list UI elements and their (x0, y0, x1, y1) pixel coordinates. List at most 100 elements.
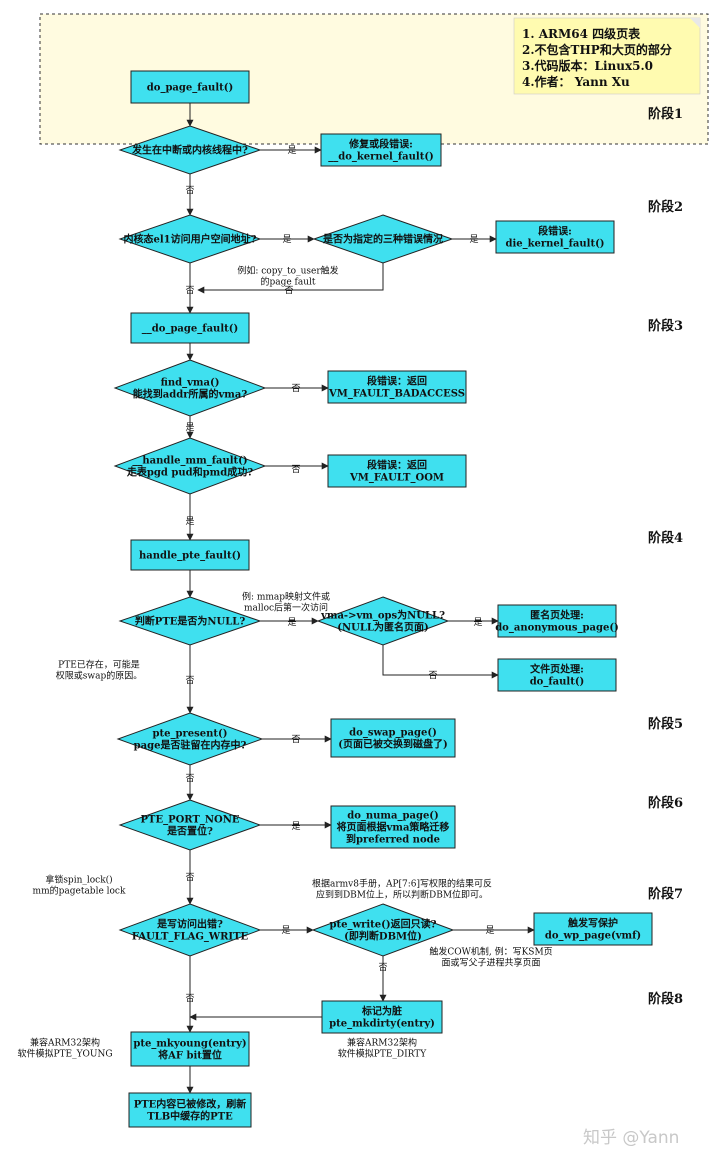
node-find-vma: find_vma()能找到addr所属的vma? (113, 359, 267, 417)
node-vm-ops-null: vma->vm_ops为NULL?(NULL为匿名页面) (316, 596, 450, 646)
node-shape (533, 912, 653, 946)
node-text-line-1: do_swap_page() (349, 728, 437, 739)
node-text-line-2: VM_FAULT_OOM (349, 473, 444, 484)
stage-label-4: 阶段4 (648, 530, 683, 546)
decision-shape (118, 799, 262, 851)
node-text-line-1: 是否为指定的三种错误情况 (322, 233, 443, 246)
decision-shape (113, 359, 267, 417)
node-shape (495, 220, 615, 254)
node-text-line-1: 内核态el1访问用户空间地址? (124, 233, 257, 246)
node-text-line-2: 能找到addr所属的vma? (133, 388, 248, 401)
node-text-line-1: pte_mkyoung(entry) (133, 1039, 246, 1050)
node-shape (327, 454, 467, 488)
node-text-line-2: pte_mkdirty(entry) (329, 1019, 435, 1030)
node-text-line-2: do_fault() (530, 677, 585, 688)
edge-label-16: 否 (185, 773, 194, 784)
node-text-line-2: FAULT_FLAG_WRITE (132, 932, 249, 943)
annotation-arm32-dirty-line-2: 软件模拟PTE_DIRTY (338, 1048, 428, 1060)
edge-label-5: 否 (284, 285, 293, 296)
node-pte-null: 判断PTE是否为NULL? (118, 596, 262, 646)
node-text-line-1: 匿名页处理: (530, 609, 584, 622)
node-text-line-1: vma->vm_ops为NULL? (320, 609, 445, 622)
node-shape (128, 1092, 252, 1128)
decision-shape (118, 125, 262, 175)
node-shape (330, 805, 456, 849)
annotation-copy-to-user-line-2: 的page fault (260, 276, 315, 288)
flow-edges (186, 103, 535, 1094)
edge-label-15: 否 (291, 734, 300, 745)
edge-label-2: 否 (185, 185, 194, 196)
edge-label-7: 是 (185, 422, 194, 433)
edge-label-22: 否 (185, 993, 194, 1004)
note-corner (690, 18, 700, 28)
watermark: 知乎 @Yann (583, 1128, 679, 1148)
node-text-line-1: 文件页处理: (530, 663, 584, 676)
decision-shape (311, 903, 455, 957)
node-text-line-1: find_vma() (161, 378, 220, 389)
node-text-line-1: 判断PTE是否为NULL? (135, 615, 246, 628)
decision-shape (118, 214, 262, 264)
node-text-line-1: pte_present() (153, 729, 228, 740)
node-text-line-1: PTE_PORT_NONE (140, 815, 239, 826)
edge-label-1: 是 (287, 145, 296, 156)
node-text-line-3: 到preferred node (346, 833, 440, 846)
edge-16 (382, 645, 499, 679)
node-shape (321, 1000, 443, 1034)
decision-shape (316, 596, 450, 646)
decision-shape (116, 712, 264, 766)
annotation-pte-exists-line-2: 权限或swap的原因。 (56, 670, 142, 682)
annotation-arm32-dirty-line-1: 兼容ARM32架构 (347, 1037, 417, 1049)
node-shape (130, 1031, 250, 1067)
edge-label-10: 是 (185, 516, 194, 527)
node-text-line-2: VM_FAULT_BADACCESS (328, 389, 465, 400)
node-mkyoung: pte_mkyoung(entry)将AF bit置位 (130, 1031, 250, 1067)
edge-6 (197, 263, 384, 294)
info-note-line-1: 1. ARM64 四级页表 (522, 26, 641, 41)
edge-label-3: 是 (282, 234, 291, 245)
annotation-arm32-young-line-1: 兼容ARM32架构 (30, 1037, 100, 1049)
node-handle-mm-fault: __handle_mm_fault()走表pgd pud和pmd成功? (113, 437, 267, 495)
node-text-line-1: __handle_mm_fault() (132, 456, 247, 467)
node-text-line-2: (NULL为匿名页面) (337, 621, 428, 634)
node-text-line-2: do_wp_page(vmf) (545, 931, 641, 942)
node-text-line-2: do_anonymous_page() (495, 623, 619, 634)
node---do-page-fault: __do_page_fault() (130, 312, 250, 344)
node-text-line-1: do_numa_page() (347, 811, 439, 822)
node-text-line-1: handle_pte_fault() (139, 551, 241, 562)
decision-shape (113, 437, 267, 495)
node-text-line-2: (即判断DBM位) (344, 930, 422, 943)
node-text-line-2: 是否置位? (166, 825, 213, 838)
info-note-line-2: 2.不包含THP和大页的部分 (522, 42, 672, 57)
edge-label-13: 否 (428, 670, 437, 681)
node-shape (320, 133, 442, 167)
node-three-errors: 是否为指定的三种错误情况 (312, 214, 454, 264)
node-text-line-2: page是否驻留在内存中? (134, 739, 247, 752)
info-note-line-4: 4.作者： Yann Xu (522, 74, 630, 89)
node-fault-write: 是写访问出错?FAULT_FLAG_WRITE (118, 903, 262, 957)
node-text-line-1: 标记为脏 (361, 1005, 402, 1018)
node-text-line-2: 将页面根据vma策略迁移 (337, 821, 450, 834)
edge-label-17: 是 (291, 821, 300, 832)
stage-label-1: 阶段1 (648, 106, 683, 122)
node-text-line-1: pte_write()返回只读? (330, 918, 437, 931)
annotation-pte-exists-line-1: PTE已存在，可能是 (58, 659, 140, 671)
node-text-line-1: 修复或段错误: (348, 138, 413, 151)
node-text-line-1: 段错误: (538, 225, 572, 238)
node-shape (497, 658, 617, 692)
edge-label-11: 是 (287, 617, 296, 628)
info-note: 1. ARM64 四级页表2.不包含THP和大页的部分3.代码版本：Linux5… (513, 17, 701, 95)
node-text-line-2: 将AF bit置位 (158, 1049, 222, 1062)
node-text-line-1: PTE内容已被修改，刷新 (134, 1098, 247, 1111)
node-text-line-1: __do_page_fault() (142, 324, 238, 335)
annotation-armv8-manual-line-1: 根据armv8手册，AP[7:6]写权限的结果可反 (312, 878, 492, 890)
node-shape (327, 370, 467, 404)
node-text-line-1: 触发写保护 (567, 917, 618, 930)
node-text-line-2: 走表pgd pud和pmd成功? (126, 466, 253, 479)
annotation-mmap-first-line-1: 例: mmap映射文件或 (242, 591, 330, 603)
